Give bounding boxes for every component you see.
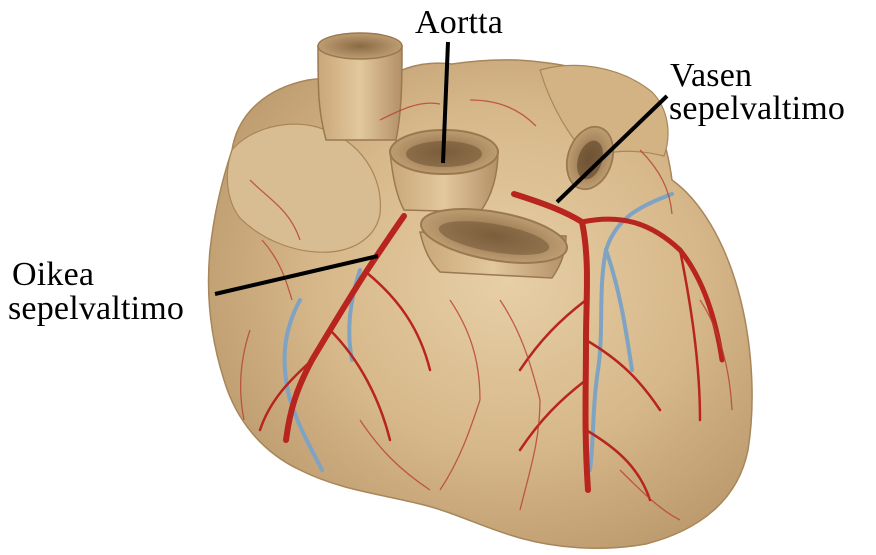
right-coronary-leader-line — [215, 256, 378, 294]
left-coronary-leader-line — [557, 96, 667, 202]
left-coronary-label-line1: Vasen — [670, 61, 752, 91]
left-coronary-label-line2: sepelvaltimo — [669, 94, 845, 124]
aorta-label: Aortta — [415, 8, 503, 38]
right-coronary-label-line2: sepelvaltimo — [8, 294, 184, 324]
right-coronary-label-line1: Oikea — [12, 260, 94, 290]
aorta-leader-line — [443, 42, 448, 163]
